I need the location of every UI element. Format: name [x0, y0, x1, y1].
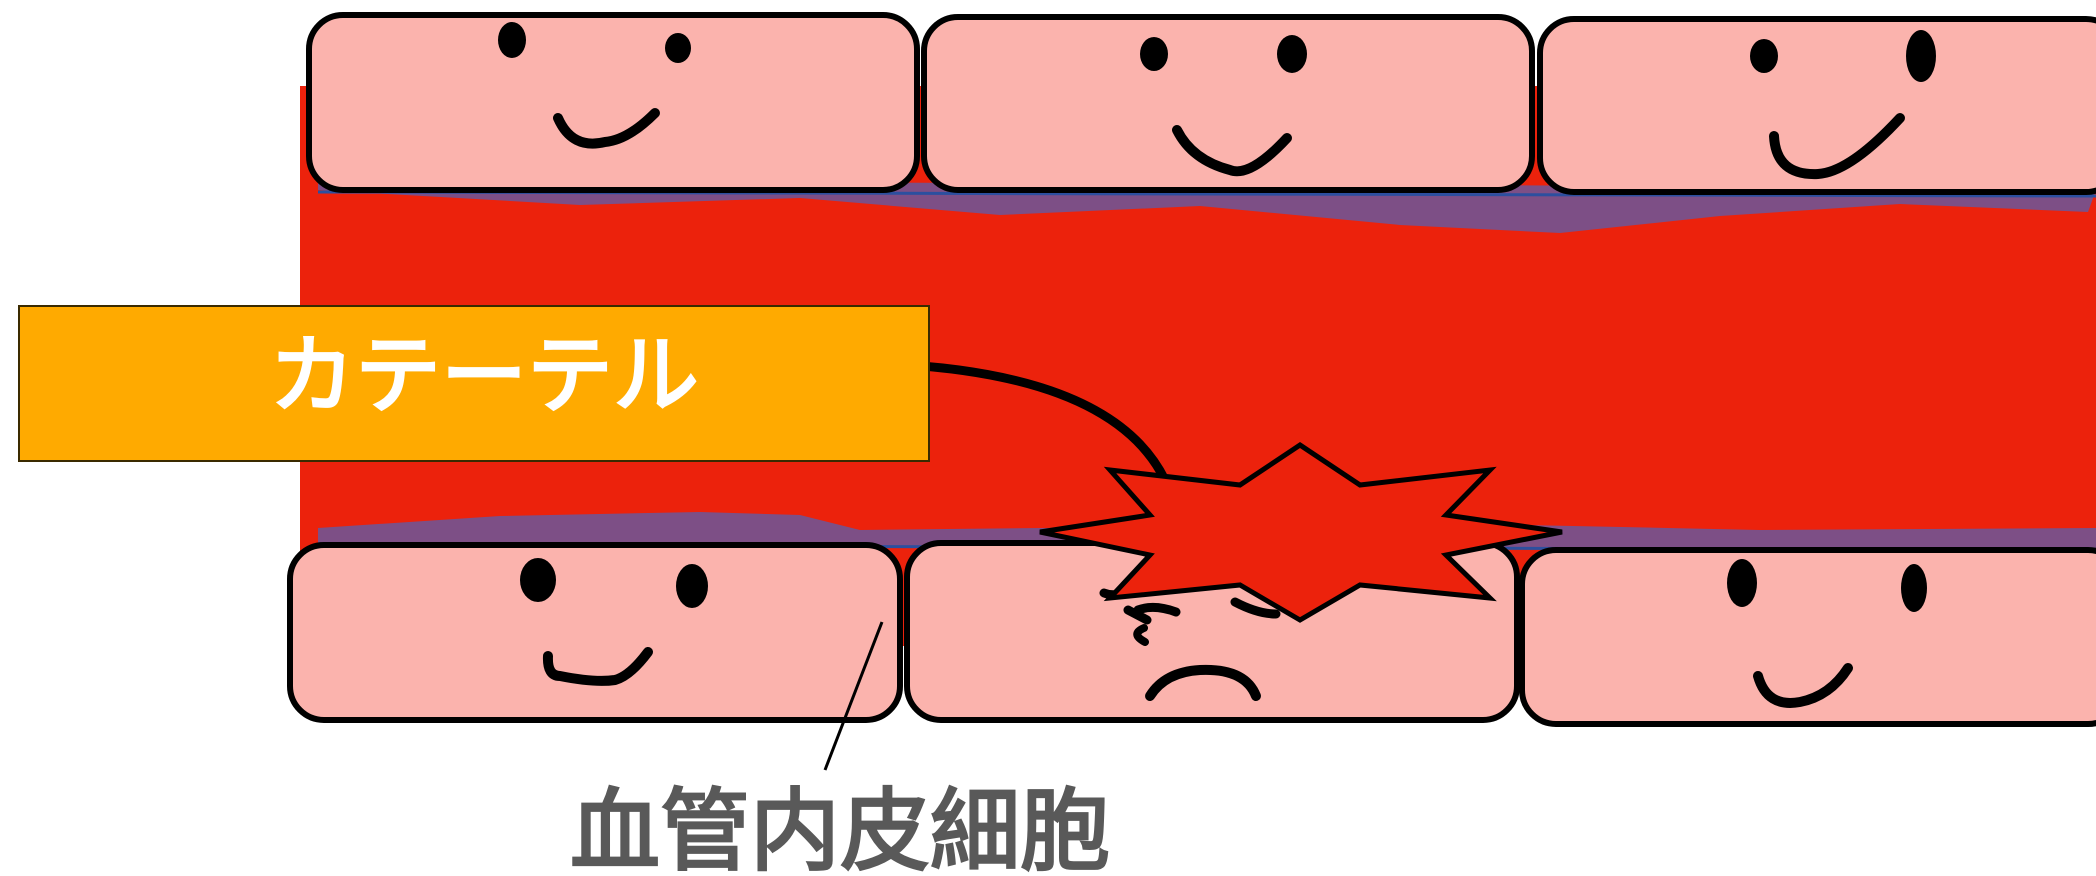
- smile-face-icon: [498, 22, 691, 149]
- smile-face-icon: [1727, 559, 1927, 708]
- endothelial-cell-bottom-3: [1519, 547, 2096, 727]
- smile-face-icon: [520, 558, 708, 686]
- endothelial-cell-top-1: [306, 12, 920, 193]
- endothelial-cell-top-3: [1537, 16, 2096, 195]
- endothelial-cell-top-2: [921, 14, 1535, 193]
- catheter-label-box: [18, 305, 930, 462]
- endothelial-cell-bottom-1: [287, 542, 903, 723]
- endothelial-cell-pointer-line: [823, 621, 884, 771]
- smile-face-icon: [1750, 30, 1936, 180]
- endothelial-cell-label: 血管内皮細胞: [570, 779, 1110, 876]
- impact-burst-icon: [1039, 441, 1563, 623]
- smile-face-icon: [1140, 35, 1307, 177]
- catheter-label: カテーテル: [269, 326, 699, 426]
